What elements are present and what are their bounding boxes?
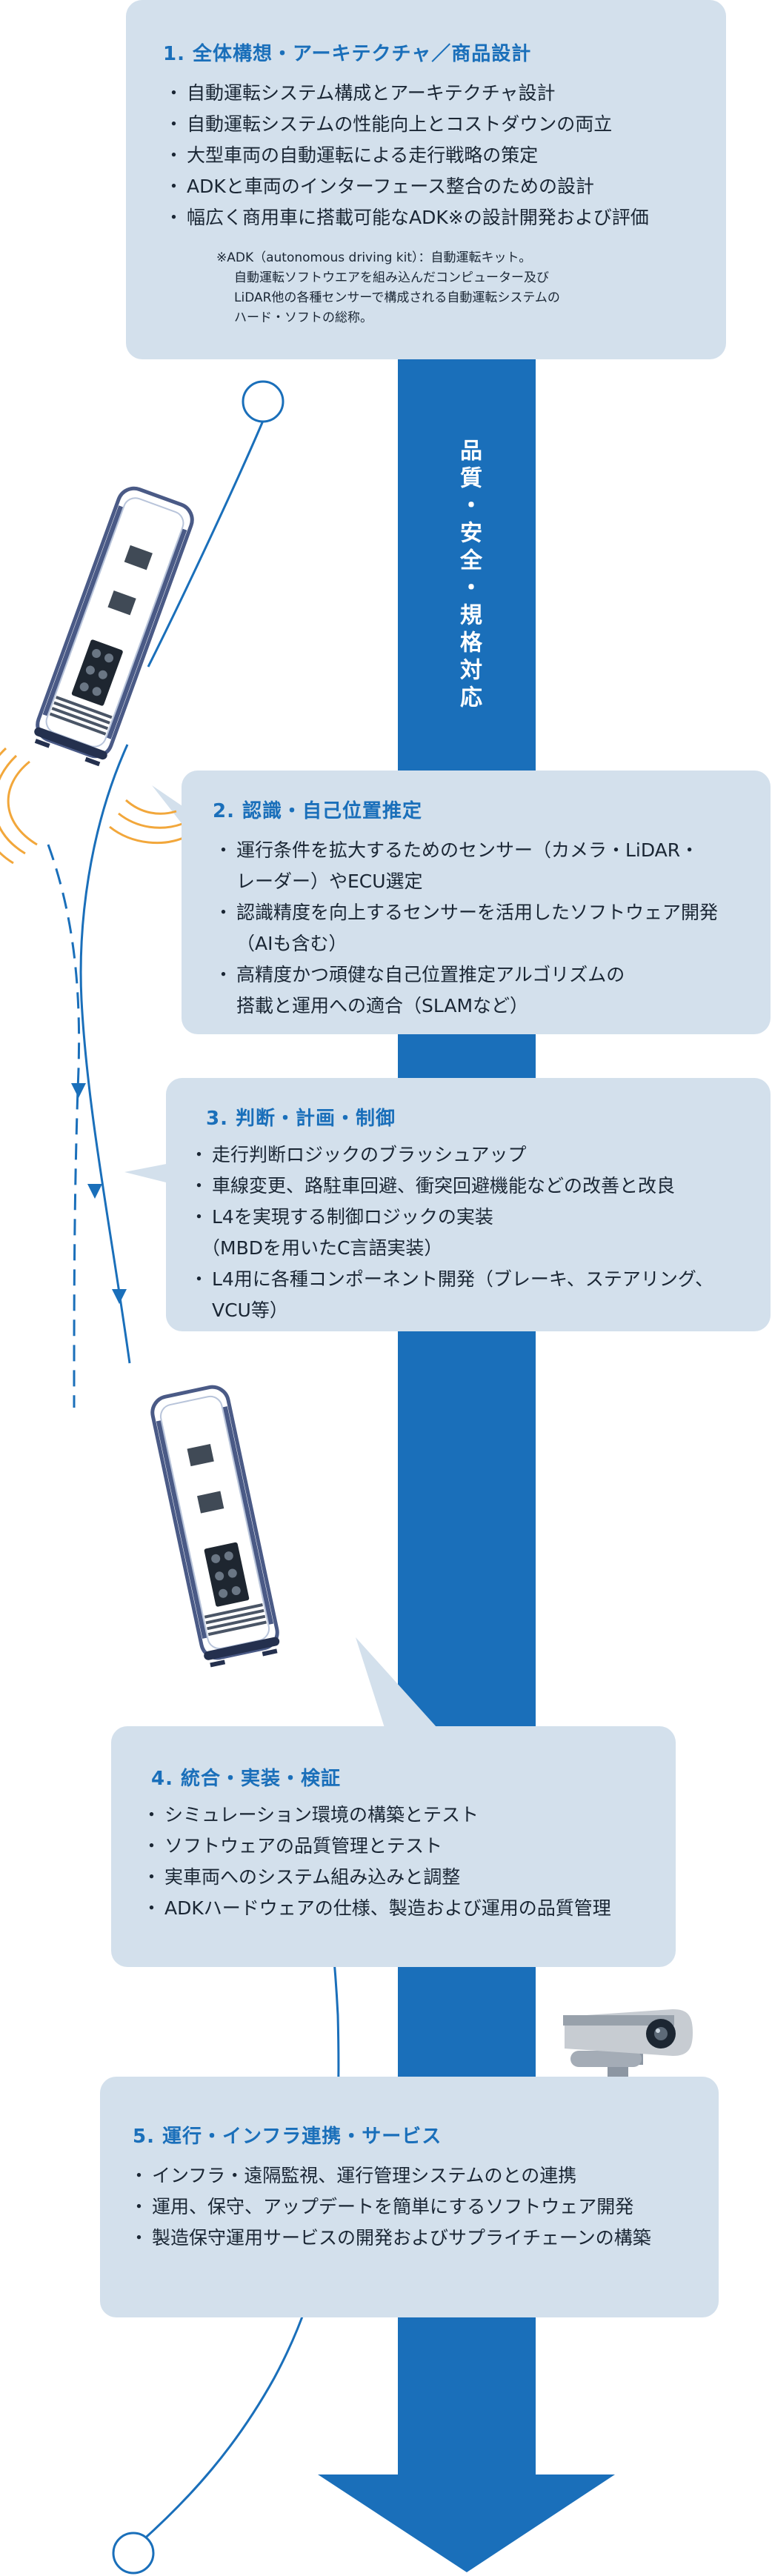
list-item: 実車両へのシステム組み込みと調整 — [142, 1862, 676, 1893]
section-2-title: 2. 認識・自己位置推定 — [213, 800, 423, 822]
list-item: 自動運転システムの性能向上とコストダウンの両立 — [164, 109, 726, 140]
list-item: 幅広く商用車に搭載可能なADK※の設計開発および評価 — [164, 202, 726, 233]
section-2-list: 運行条件を拡大するためのセンサー（カメラ・LiDAR・ レーダー）やECU選定 … — [213, 835, 771, 1022]
list-item: （MBDを用いたC言語実装） — [202, 1237, 443, 1259]
list-item: 運用、保守、アップデートを簡単にするソフトウェア開発 — [130, 2191, 719, 2223]
list-item: 大型車両の自動運転による走行戦略の策定 — [164, 140, 726, 171]
list-item: 自動運転システム構成とアーキテクチャ設計 — [164, 78, 726, 109]
list-item: L4用に各種コンポーネント開発（ブレーキ、ステアリング、 — [190, 1264, 771, 1295]
list-item: ソフトウェアの品質管理とテスト — [142, 1831, 676, 1862]
callout-pointer-2 — [152, 785, 187, 826]
footnote-line: ハード・ソフトの総称。 — [234, 310, 373, 325]
footnote-line: 自動運転ソフトウエアを組み込んだコンピューター及び — [234, 270, 549, 285]
bus-illustration-middle — [150, 1384, 282, 1668]
list-item: 製造保守運用サービスの開発およびサプライチェーンの構築 — [130, 2223, 719, 2254]
list-item: L4を実現する制御ロジックの実装 — [190, 1202, 771, 1233]
list-item: シミュレーション環境の構築とテスト — [142, 1800, 676, 1831]
callout-pointer-3 — [124, 1162, 178, 1185]
section-3-box: 3. 判断・計画・制御 走行判断ロジックのブラッシュアップ 車線変更、路駐車回避… — [166, 1078, 771, 1331]
list-item: 認識精度を向上するセンサーを活用したソフトウェア開発 — [214, 897, 771, 928]
callout-pointer-4 — [356, 1637, 437, 1730]
section-4-box: 4. 統合・実装・検証 シミュレーション環境の構築とテスト ソフトウェアの品質管… — [111, 1726, 676, 1967]
footnote-line: ※ADK（autonomous driving kit）：自動運転キット。 — [216, 250, 532, 265]
bus-illustration-top — [30, 484, 196, 768]
section-1-title: 1. 全体構想・アーキテクチャ／商品設計 — [163, 43, 532, 65]
camera-icon — [563, 2009, 693, 2080]
section-2-box: 2. 認識・自己位置推定 運行条件を拡大するためのセンサー（カメラ・LiDAR・… — [182, 771, 771, 1034]
section-4-list: シミュレーション環境の構築とテスト ソフトウェアの品質管理とテスト 実車両へのシ… — [142, 1800, 676, 1924]
center-axis-label: 品質・安全・規格対応 — [456, 439, 482, 713]
section-1-list: 自動運転システム構成とアーキテクチャ設計 自動運転システムの性能向上とコストダウ… — [163, 78, 726, 233]
section-3-list: 走行判断ロジックのブラッシュアップ 車線変更、路駐車回避、衝突回避機能などの改善… — [190, 1139, 771, 1326]
radar-waves — [0, 747, 189, 865]
section-4-title: 4. 統合・実装・検証 — [151, 1768, 342, 1790]
footnote-line: LiDAR他の各種センサーで構成される自動運転システムの — [234, 290, 560, 305]
list-item: インフラ・遠隔監視、運行管理システムのとの連携 — [130, 2160, 719, 2191]
list-item: ADKと車両のインターフェース整合のための設計 — [164, 171, 726, 202]
list-item: 運行条件を拡大するためのセンサー（カメラ・LiDAR・ — [214, 835, 771, 866]
list-item: VCU等） — [212, 1299, 288, 1321]
list-item: レーダー）やECU選定 — [236, 871, 423, 892]
section-5-box: 5. 運行・インフラ連携・サービス インフラ・遠隔監視、運行管理システムのとの連… — [100, 2077, 719, 2317]
list-item: 高精度かつ頑健な自己位置推定アルゴリズムの — [214, 959, 771, 991]
list-item: ADKハードウェアの仕様、製造および運用の品質管理 — [142, 1893, 676, 1924]
list-item: 車線変更、路駐車回避、衝突回避機能などの改善と改良 — [190, 1171, 771, 1202]
list-item: 搭載と運用への適合（SLAMなど） — [236, 995, 529, 1016]
section-3-title: 3. 判断・計画・制御 — [206, 1108, 396, 1130]
center-arrow-head — [318, 2475, 615, 2572]
list-item: （AIも含む） — [236, 933, 347, 954]
section-5-list: インフラ・遠隔監視、運行管理システムのとの連携 運用、保守、アップデートを簡単に… — [130, 2160, 719, 2254]
list-item: 走行判断ロジックのブラッシュアップ — [190, 1139, 771, 1171]
adk-footnote: ※ADK（autonomous driving kit）：自動運転キット。 自動… — [163, 248, 726, 328]
section-1-box: 1. 全体構想・アーキテクチャ／商品設計 自動運転システム構成とアーキテクチャ設… — [126, 0, 726, 359]
section-5-title: 5. 運行・インフラ連携・サービス — [133, 2126, 442, 2148]
route-direction-arrows — [71, 1083, 127, 1304]
